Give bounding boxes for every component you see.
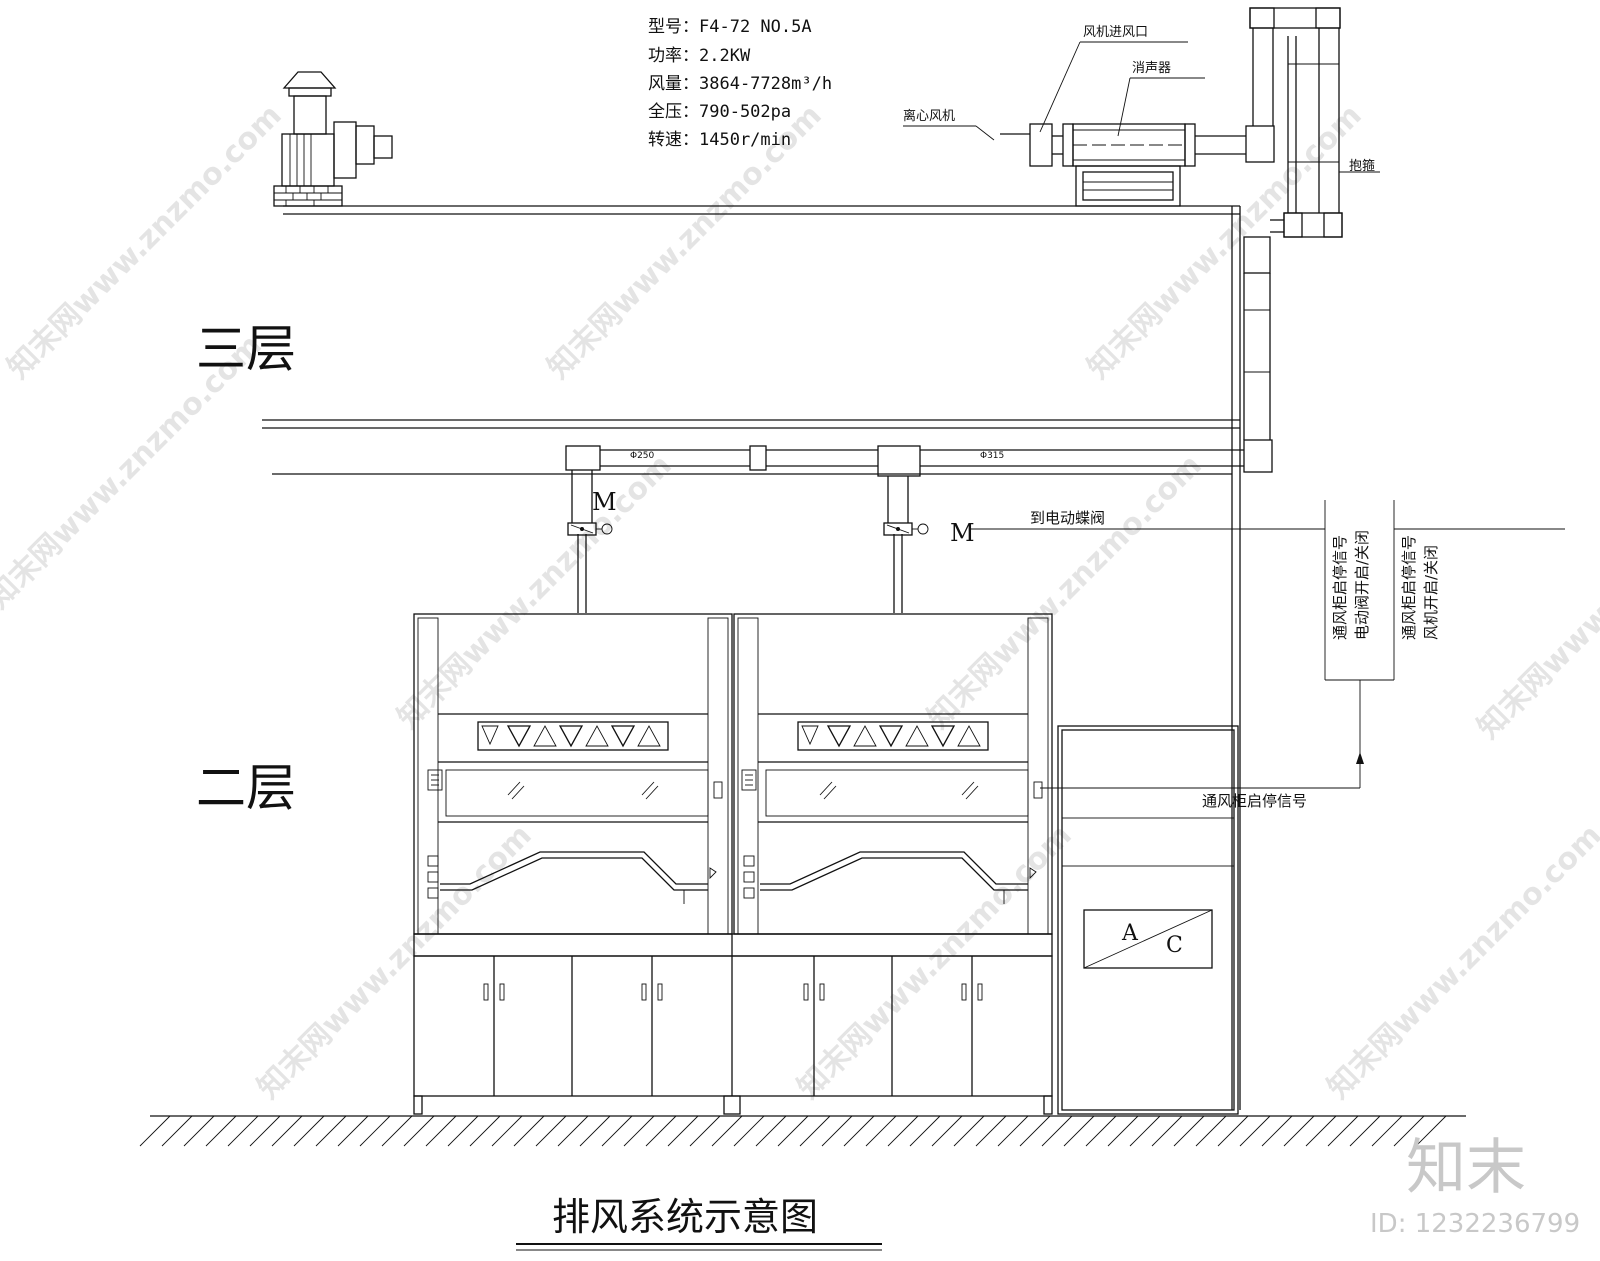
ground-line (139, 1115, 1466, 1147)
fan-inlet-connection (1000, 123, 1053, 167)
butterfly-valve-2 (883, 522, 929, 536)
ac-label-a: A (1121, 921, 1139, 946)
centrifugal-fan-label: 离心风机 (903, 108, 955, 124)
watermark-text: 知末网www.znzmo.com (921, 448, 1209, 736)
floor-3-label: 三层 (196, 320, 296, 378)
to-butterfly-valve-label: 到电动蝶阀 (1030, 509, 1105, 527)
fan-signal-line1: 通风柜启停信号 (1400, 535, 1418, 640)
ac-label-c: C (1166, 933, 1183, 958)
watermark-text: 知末网www.znzmo.com (391, 448, 679, 736)
valve-signal-line2: 电动阀开启/关闭 (1353, 530, 1371, 640)
branch-ducts (571, 470, 909, 613)
valve-signal-text: 通风柜启停信号 电动阀开启/关闭 (1331, 530, 1371, 640)
spec-power: 功率：2.2KW (648, 46, 751, 66)
fan-signal-line2: 风机开启/关闭 (1422, 545, 1440, 640)
spec-model: 型号：F4-72 NO.5A (648, 17, 812, 37)
id-watermark: ID: 1232236799 (1370, 1209, 1580, 1239)
watermark-text: 知末网www.znzmo.com (791, 818, 1079, 1106)
duct-size-315-label: Φ315 (980, 451, 1004, 461)
duct-size-250-label: Φ250 (630, 451, 655, 461)
motor-label-2: M (950, 519, 975, 547)
spec-speed: 转速：1450r/min (648, 130, 791, 150)
silencer (1052, 123, 1246, 207)
spec-pressure: 全压：790-502pa (648, 102, 791, 122)
horizontal-exhaust-duct: Φ250 Φ315 (565, 445, 1244, 477)
equipment-leaders: 风机进风口 离心风机 消声器 抱箍 (903, 25, 1375, 174)
watermark-text: 知末网www.znzmo.com (1321, 818, 1600, 1106)
motor-label-1: M (592, 488, 617, 516)
fan-inlet-label: 风机进风口 (1083, 25, 1148, 40)
fan-signal-text: 通风柜启停信号 风机开启/关闭 (1400, 535, 1440, 640)
diagram-title: 排风系统示意图 (552, 1195, 818, 1239)
floor-2-label: 二层 (196, 759, 296, 817)
fume-hood-2-vents (797, 721, 989, 751)
silencer-label: 消声器 (1132, 61, 1171, 76)
base-cabinets (413, 933, 1053, 1115)
watermark-text: 知末网www.znzmo.com (1081, 98, 1369, 386)
hood-start-stop-signal-label: 通风柜启停信号 (1202, 792, 1307, 810)
fan-specs: 型号：F4-72 NO.5A 功率：2.2KW 风量：3864-7728m³/h… (648, 17, 832, 150)
watermark-text: 知末网www.znzmo.com (1471, 458, 1600, 746)
spec-airflow: 风量：3864-7728m³/h (648, 74, 832, 94)
ac-cabinet: A C (1057, 725, 1239, 1115)
fume-hood-1-vents (477, 721, 669, 751)
control-signal-lines: 到电动蝶阀 通风柜启停信号 (970, 500, 1565, 810)
exhaust-riser-duct (1231, 7, 1380, 1110)
butterfly-valve-1 (567, 522, 613, 536)
centrifugal-fan (273, 71, 393, 207)
floor-slabs (262, 205, 1240, 475)
watermark-text: 知末网www.znzmo.com (251, 818, 539, 1106)
brand-watermark: 知末 (1406, 1133, 1526, 1203)
clamp-label: 抱箍 (1349, 158, 1375, 174)
valve-signal-line1: 通风柜启停信号 (1331, 535, 1349, 640)
